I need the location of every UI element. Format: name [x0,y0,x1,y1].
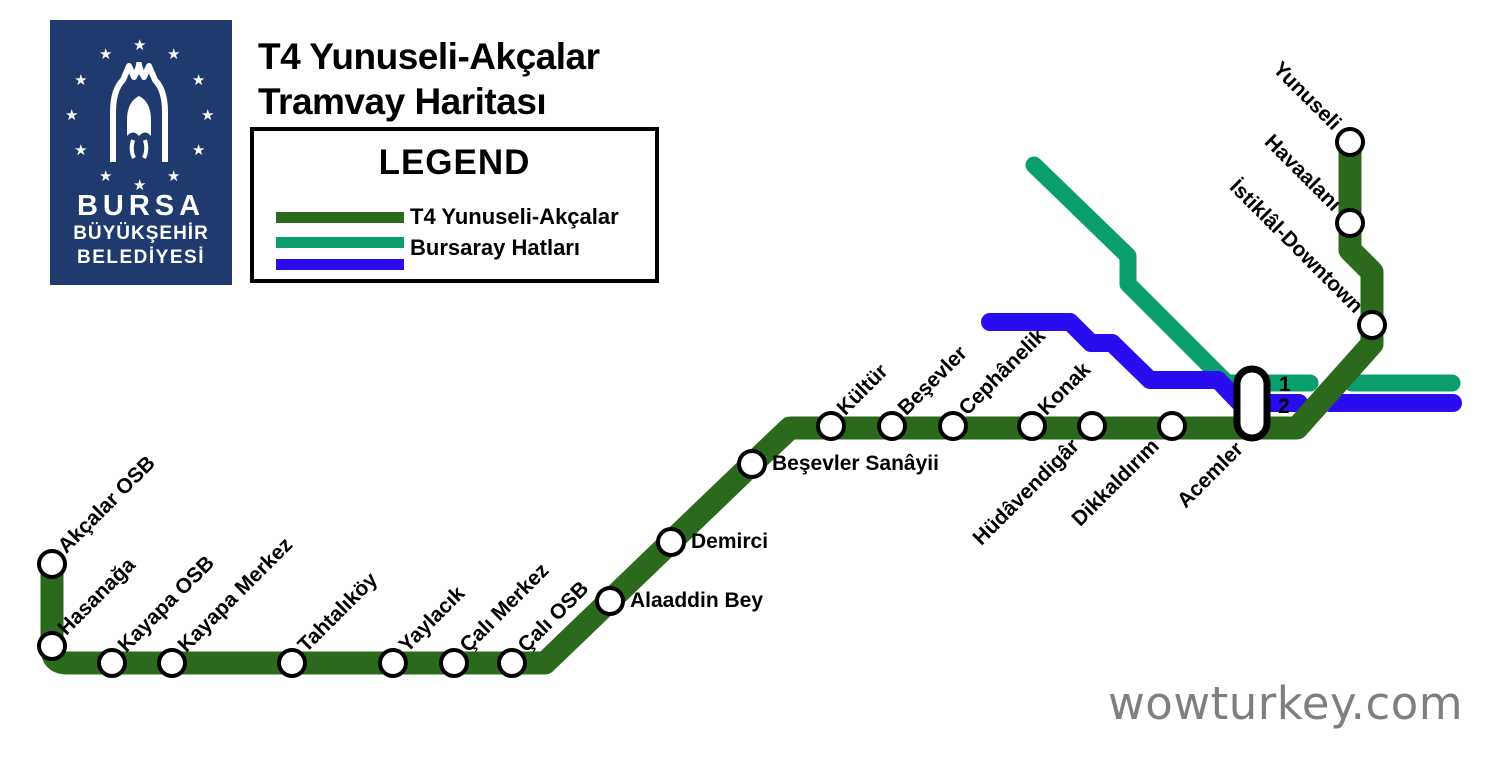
station-marker-5 [378,648,408,678]
station-marker-7 [497,648,527,678]
legend-label-1: Bursaray Hatları [410,235,580,260]
logo-text-buyuksehir: BÜYÜKŞEHİR [73,223,209,244]
platform-numbers: 12 [1278,373,1291,418]
star-icon: ★ [167,46,181,64]
watermark: wowturkey.com [1108,677,1464,730]
platform-number-1: 1 [1279,373,1291,396]
station-marker-18 [1357,310,1387,340]
station-marker-16 [1157,411,1187,441]
star-icon: ★ [65,107,79,124]
star-icon: ★ [99,46,113,64]
star-icon: ★ [133,177,147,194]
platform-number-2: 2 [1278,395,1290,418]
legend-heading: LEGEND [378,143,531,182]
star-icon: ★ [167,167,181,185]
logo-text-bursa: BURSA [76,190,206,222]
bursaray-teal-line-west [1025,156,1319,392]
star-icon: ★ [191,72,206,89]
station-markers [37,127,1387,678]
t4-line [40,140,1384,675]
station-marker-11 [816,411,846,441]
star-icon: ★ [74,72,88,89]
legend-label-0: T4 Yunuseli-Akçalar [410,204,619,229]
station-marker-20 [1335,127,1365,157]
bursa-municipality-logo: ★ ★ ★ ★ ★ ★ ★ ★ ★ ★ ★ ★ BURSA BÜYÜKŞEHİR BELEDİYESİ [50,20,232,285]
legend-swatch-1 [276,237,404,248]
station-marker-14 [1017,411,1047,441]
acemler-interchange-marker [1233,365,1271,442]
station-marker-10 [737,449,767,479]
station-marker-6 [439,648,469,678]
station-marker-9 [656,527,686,557]
station-marker-4 [277,648,307,678]
logo-text-belediyesi: BELEDİYESİ [77,247,205,268]
station-marker-0 [37,549,67,579]
logo-star-ring: ★ ★ ★ ★ ★ ★ ★ ★ ★ ★ ★ ★ [50,20,232,285]
station-marker-3 [157,648,187,678]
star-icon: ★ [99,167,113,185]
star-icon: ★ [191,142,206,159]
station-marker-15 [1077,411,1107,441]
station-marker-8 [595,586,625,616]
page-title: T4 Yunuseli-Akçalar Tramvay Haritası [258,34,600,124]
star-icon: ★ [74,142,88,159]
page-title-line2: Tramvay Haritası [258,81,547,122]
star-icon: ★ [133,37,147,54]
page-title-line1: T4 Yunuseli-Akçalar [258,36,600,77]
station-marker-1 [37,631,67,661]
star-icon: ★ [201,107,215,124]
station-marker-13 [938,411,968,441]
bursa-emblem-icon [110,62,168,162]
station-marker-2 [97,648,127,678]
station-marker-12 [877,411,907,441]
legend-swatch-2 [276,259,404,270]
legend-swatch-0 [276,212,404,223]
station-marker-19 [1335,208,1365,238]
